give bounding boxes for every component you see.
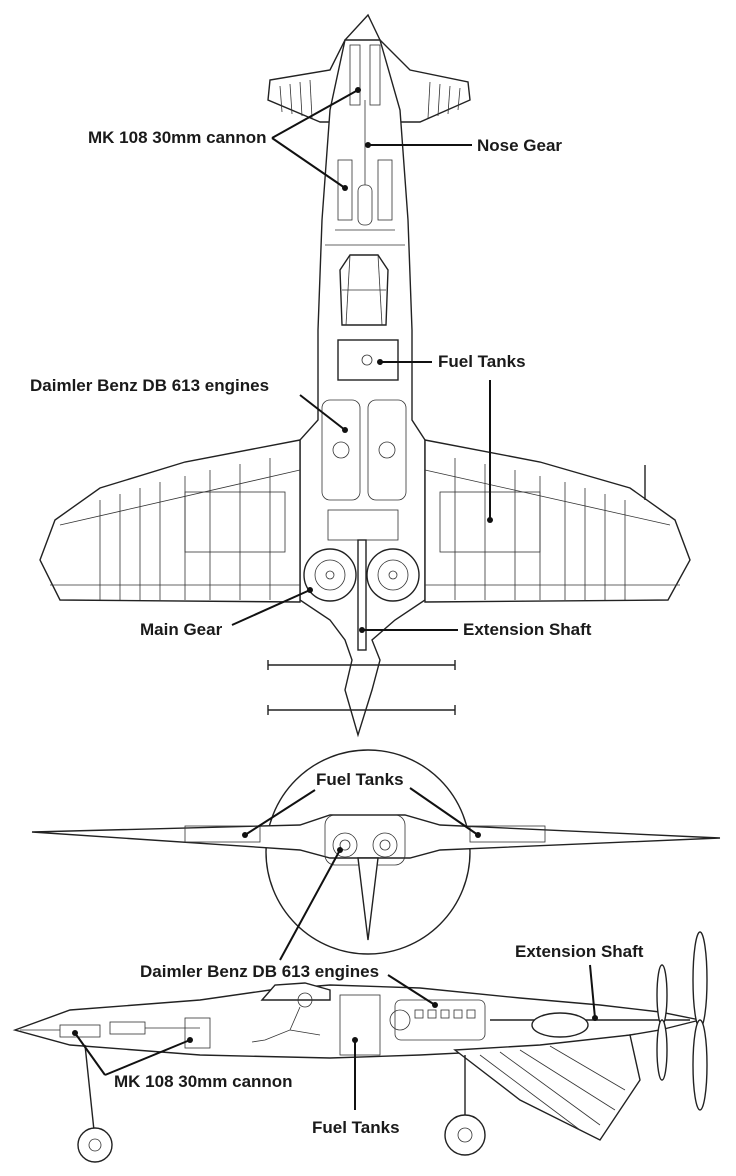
label-fuel-tanks-top: Fuel Tanks [438, 352, 526, 371]
label-fuel-tanks-side: Fuel Tanks [312, 1118, 400, 1137]
extension-shaft-top [357, 539, 367, 651]
engines-top [321, 399, 407, 541]
leader-lines [72, 87, 598, 1110]
front-view [31, 749, 721, 955]
wing-left [39, 439, 301, 603]
main-gear-top [303, 548, 420, 602]
ventral-fin-side [453, 1034, 641, 1141]
label-main-gear: Main Gear [140, 620, 223, 639]
propeller-disc [265, 749, 471, 955]
engine-side [389, 999, 486, 1041]
label-mk108-side: MK 108 30mm cannon [114, 1072, 293, 1091]
label-nose-gear: Nose Gear [477, 136, 563, 155]
cannon-side [20, 1017, 211, 1049]
label-extension-shaft-side: Extension Shaft [515, 942, 644, 961]
nose-gear-side [77, 1044, 113, 1163]
propeller-blades [656, 931, 708, 1111]
canopy-side [260, 982, 331, 1001]
label-extension-shaft-top: Extension Shaft [463, 620, 592, 639]
pilot [251, 992, 321, 1043]
label-db613-side: Daimler Benz DB 613 engines [140, 962, 380, 981]
fuselage-side [12, 984, 701, 1059]
label-db613-top: Daimler Benz DB 613 engines [30, 376, 270, 395]
fuel-tank-top [337, 339, 399, 381]
label-fuel-tanks-front: Fuel Tanks [316, 770, 404, 789]
ventral-fin [357, 857, 379, 941]
cannon-top [337, 44, 393, 226]
top-view [39, 13, 691, 738]
propeller-span-lines [267, 660, 456, 715]
side-view [12, 931, 708, 1163]
main-gear-side [444, 1055, 486, 1156]
wing-right [424, 439, 691, 603]
wing-ribs [50, 458, 680, 600]
label-mk108-top: MK 108 30mm cannon [88, 128, 267, 147]
fuel-tank-side [339, 994, 381, 1056]
